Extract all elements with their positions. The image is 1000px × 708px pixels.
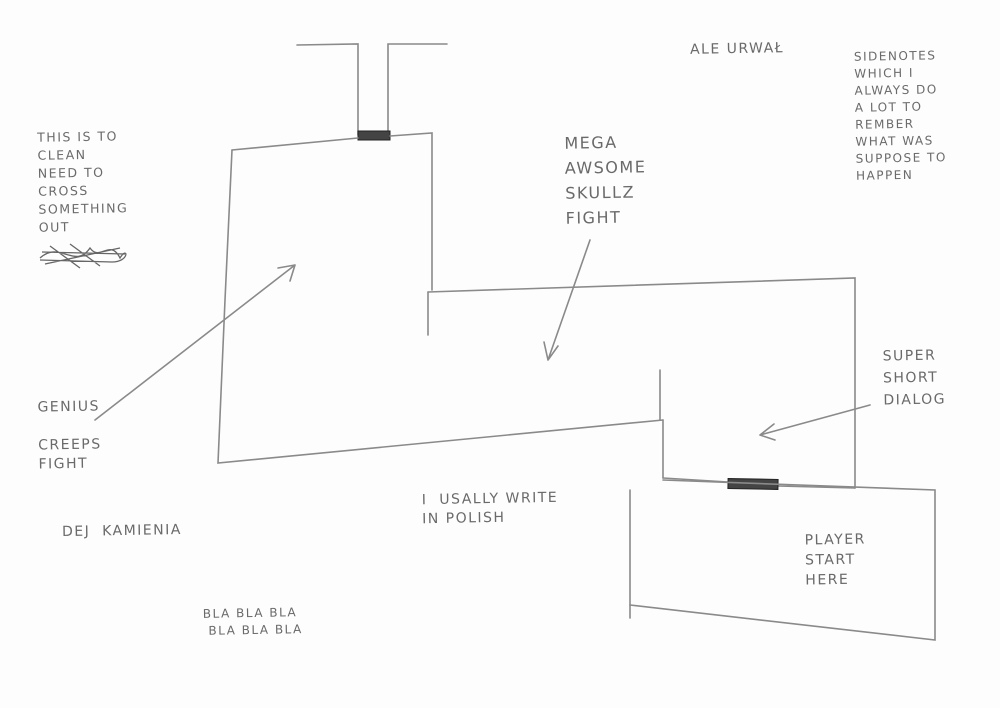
note-super-dialog: SUPER SHORT DIALOG — [882, 347, 947, 409]
note-cross-out: THIS IS TO CLEAN NEED TO CROSS SOMETHING… — [37, 128, 129, 235]
arrow-super — [759, 404, 871, 441]
note-genius-fight: GENIUS CREEPS FIGHT — [37, 398, 102, 473]
note-polish: I USALLY WRITE IN POLISH — [421, 489, 559, 528]
note-sidenotes: SIDENOTES WHICH I ALWAYS DO A LOT TO REM… — [853, 48, 947, 183]
note-player-start: PLAYER START HERE — [804, 531, 866, 589]
note-bla: BLA BLA BLA BLA BLA BLA — [202, 605, 303, 638]
note-dej-kamienia: DEJ KAMIENIA — [61, 521, 183, 541]
arrow-genius — [94, 264, 296, 421]
arrow-mega — [543, 239, 591, 361]
top-corridor — [296, 43, 448, 136]
note-ale-urwal: ALE URWAŁ — [689, 40, 785, 58]
room-player-start — [629, 479, 936, 641]
room-skull-creeps — [217, 132, 856, 489]
note-mega-fight: MEGA AWSOME SKULLZ FIGHT — [564, 132, 647, 228]
door-top — [357, 130, 391, 141]
arrows — [94, 239, 871, 441]
scribble-crossout — [39, 243, 127, 269]
